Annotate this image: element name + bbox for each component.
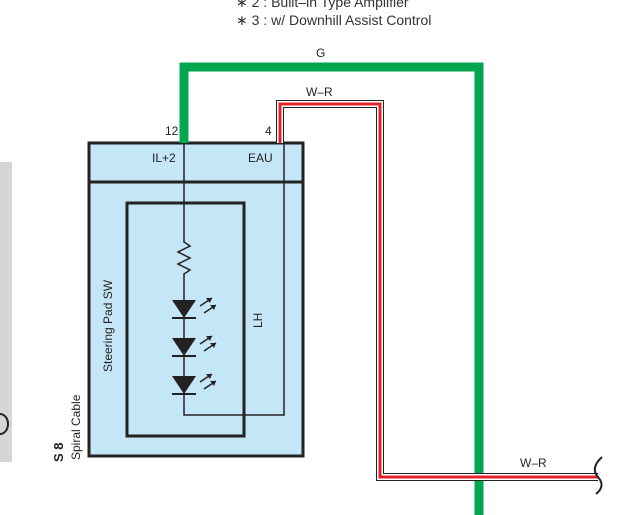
pin-4-number: 4 [265,124,272,138]
page-edge-mark [0,413,9,435]
wire-w-r [276,100,598,481]
side-lh-label: LH [251,313,265,328]
steering-pad-switch-box [125,201,246,438]
connector-id-label: S 8 [51,442,66,462]
internal-wire-return [183,143,285,416]
note-built-in-amplifier: ∗ 2 : Built–in Type Amplifier [236,0,409,10]
steering-pad-switch-label: Steering Pad SW [101,279,115,372]
terminal-il-label: IL+2 [152,151,176,165]
wire-break-icon [593,456,603,495]
wire-g-label: G [316,46,325,60]
connector-description-label: Spiral Cable [69,394,83,460]
left-margin-strip [0,162,12,462]
terminal-eau-label: EAU [248,151,273,165]
resistor-icon [176,237,192,282]
pin-12-number: 12 [165,124,179,138]
led-2-icon [172,335,217,357]
note-downhill-assist: ∗ 3 : w/ Downhill Assist Control [236,12,431,28]
wire-w-r-label-top: W–R [306,85,333,99]
wire-w-r-label-bottom: W–R [520,456,547,470]
wire-g [179,62,484,515]
